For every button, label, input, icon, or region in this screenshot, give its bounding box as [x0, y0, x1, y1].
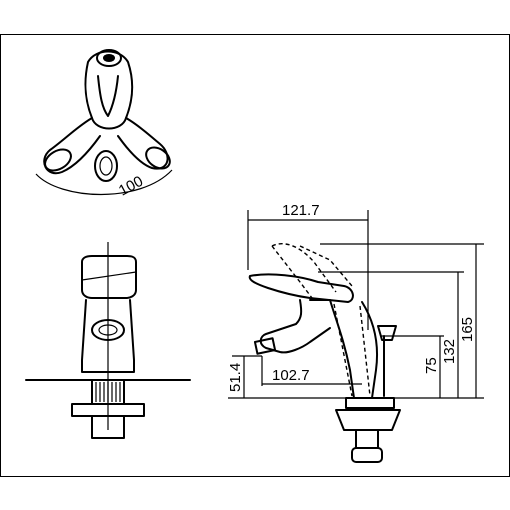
center-hole-inner [99, 156, 113, 176]
spout-projection-label: 102.7 [272, 367, 310, 384]
spout-aerator [253, 337, 277, 355]
handle-height-label: 132 [441, 339, 458, 364]
top-left-arm [43, 117, 101, 175]
side-lock-nut [335, 409, 401, 431]
center-hole [94, 150, 118, 182]
popup-knob [377, 325, 397, 341]
side-view: 121.7 51.4 102.7 [227, 202, 484, 463]
lever-cap [96, 49, 122, 67]
top-right-arm [117, 117, 169, 170]
outlet-height-label: 51.4 [227, 363, 244, 392]
left-handle-hole [44, 148, 72, 172]
top-lever-inner [97, 75, 119, 117]
top-spread-label: 100 [116, 173, 146, 200]
front-lever-line [81, 271, 137, 281]
lever-open-position [271, 243, 337, 293]
body-hidden-lines [333, 303, 371, 397]
total-height-label: 165 [459, 317, 476, 342]
side-connector [351, 447, 383, 463]
side-base [345, 397, 395, 409]
lever-open-position-2 [271, 245, 313, 299]
thread-lines [95, 382, 121, 402]
front-body [81, 299, 135, 373]
side-spout [259, 299, 331, 354]
lever-cap-dot [103, 54, 115, 62]
spout-reach-label: 121.7 [282, 202, 320, 219]
front-spout-outlet [91, 319, 125, 341]
right-handle-hole [145, 146, 171, 170]
top-view: 100 [35, 49, 173, 200]
drawing-frame [0, 34, 510, 477]
side-lever [248, 273, 354, 303]
side-body [309, 299, 378, 399]
front-lever [81, 255, 137, 299]
front-outlet-inner [98, 324, 118, 336]
body-height-label: 75 [423, 357, 440, 374]
top-arc-dimension [35, 169, 173, 195]
side-shank [355, 429, 379, 449]
top-lever [84, 50, 134, 130]
front-shank [91, 415, 125, 439]
front-view [25, 242, 191, 439]
